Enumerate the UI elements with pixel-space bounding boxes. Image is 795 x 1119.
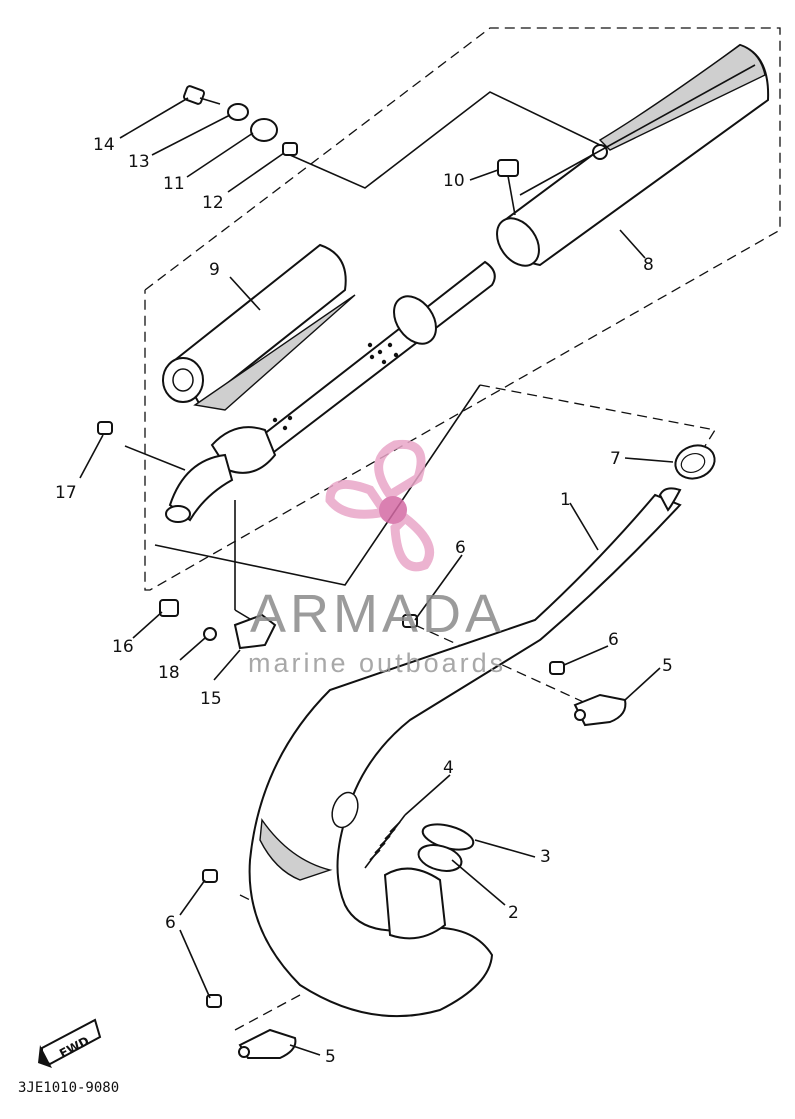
inner-pipe [165,260,496,523]
exhaust-pipe [248,487,682,1018]
watermark-tagline: marine outboards [248,648,506,678]
propeller-logo-icon [325,439,434,572]
drain-bolt [497,159,519,216]
bolts [97,421,565,1008]
callout-3: 3 [540,847,551,867]
hardware-small [182,85,298,156]
callout-8: 8 [643,255,654,275]
callout-1: 1 [560,490,571,510]
watermark: ARMADA marine outboards [248,439,506,678]
watermark-brand: ARMADA [250,584,505,644]
callout-6-right: 6 [608,630,619,650]
clamp-ring [674,444,716,480]
leader-lines [79,97,674,1056]
callout-labels: 14 13 11 12 10 8 9 17 7 1 6 16 18 15 6 5… [55,135,673,1067]
flange-joint [383,867,447,940]
assembly-lines [154,91,601,626]
callout-11: 11 [163,174,185,194]
brackets [233,613,627,1059]
silencer-body [496,43,770,267]
callout-7: 7 [610,449,621,469]
callout-2: 2 [508,903,519,923]
callout-4: 4 [443,758,454,778]
callout-9: 9 [209,260,220,280]
callout-5-bottom: 5 [325,1047,336,1067]
callout-10: 10 [443,171,465,191]
callout-14: 14 [93,135,115,155]
drawing-code: 3JE1010-9080 [18,1080,119,1096]
callout-18: 18 [158,663,180,683]
callout-16: 16 [112,637,134,657]
forward-direction-badge: FWD [38,1018,102,1068]
callout-13: 13 [128,152,150,172]
callout-6-left: 6 [165,913,176,933]
callout-5-right: 5 [662,656,673,676]
callout-15: 15 [200,689,222,709]
gasket-parts [364,814,475,872]
callout-12: 12 [202,193,224,213]
callout-17: 17 [55,483,77,503]
glass-wool [162,243,356,411]
callout-6-top: 6 [455,538,466,558]
